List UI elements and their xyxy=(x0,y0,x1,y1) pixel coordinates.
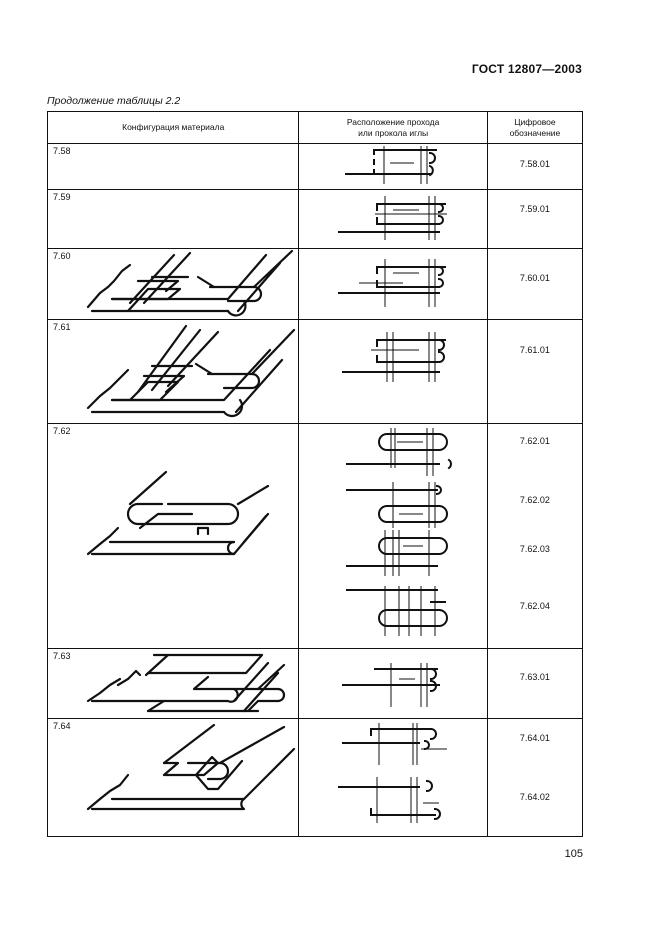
code-value: 7.63.01 xyxy=(519,672,550,682)
table-row: 7.63 7.63.01 xyxy=(46,648,584,719)
needle-position-cell xyxy=(298,143,488,190)
code-cell: 7.60.01 xyxy=(486,248,584,320)
needle-position-diagram xyxy=(338,196,448,240)
row-number: 7.61 xyxy=(53,322,71,332)
code-value: 7.62.03 xyxy=(519,544,550,554)
row-number: 7.59 xyxy=(53,192,71,202)
stitch-configuration-table: Конфигурация материала Расположение прох… xyxy=(46,111,584,837)
needle-position-cell xyxy=(298,319,488,424)
column-header-needle-position: Расположение прохода или прокола иглы xyxy=(298,111,488,144)
code-value: 7.64.02 xyxy=(519,792,550,802)
material-configuration-cell: 7.58 xyxy=(46,143,300,190)
column-header-code: Цифровое обозначение xyxy=(486,111,584,144)
code-value: 7.61.01 xyxy=(519,345,550,355)
needle-position-diagram xyxy=(338,259,447,307)
code-cell: 7.62.01 7.62.02 7.62.03 7.62.04 xyxy=(486,423,584,649)
code-cell: 7.63.01 xyxy=(486,648,584,719)
code-cell: 7.58.01 xyxy=(486,143,584,190)
needle-position-cell xyxy=(298,423,488,649)
table-row: 7.60 7.60.01 xyxy=(46,248,584,320)
needle-position-diagram xyxy=(338,723,448,823)
code-cell: 7.61.01 xyxy=(486,319,584,424)
column-header-configuration: Конфигурация материала xyxy=(46,111,300,144)
code-value: 7.62.01 xyxy=(519,436,550,446)
material-configuration-diagram xyxy=(86,653,286,713)
needle-position-diagram xyxy=(342,332,447,382)
page-number: 105 xyxy=(564,848,583,860)
material-configuration-diagram xyxy=(86,324,296,418)
material-configuration-cell: 7.62 xyxy=(46,423,300,649)
table-row: 7.62 xyxy=(46,423,584,649)
code-cell: 7.64.01 7.64.02 xyxy=(486,718,584,837)
material-configuration-cell: 7.63 xyxy=(46,648,300,719)
row-number: 7.58 xyxy=(53,146,71,156)
material-configuration-cell: 7.61 xyxy=(46,319,300,424)
row-number: 7.64 xyxy=(53,721,71,731)
code-value: 7.59.01 xyxy=(519,204,550,214)
column-header-needle-position-line1: Расположение прохода xyxy=(346,116,440,127)
row-number: 7.62 xyxy=(53,426,71,436)
needle-position-cell xyxy=(298,718,488,837)
code-value: 7.64.01 xyxy=(519,733,550,743)
column-header-needle-position-line2: или прокола иглы xyxy=(358,127,429,138)
needle-position-cell xyxy=(298,189,488,249)
table-header-row: Конфигурация материала Расположение прох… xyxy=(46,111,584,144)
material-configuration-cell: 7.60 xyxy=(46,248,300,320)
standard-code: ГОСТ 12807—2003 xyxy=(471,62,582,76)
needle-position-diagram xyxy=(342,663,441,707)
code-value: 7.62.02 xyxy=(519,495,550,505)
column-header-code-line2: обозначение xyxy=(509,127,561,138)
row-number: 7.63 xyxy=(53,651,71,661)
table-caption: Продолжение таблицы 2.2 xyxy=(47,95,181,107)
row-number: 7.60 xyxy=(53,251,71,261)
code-value: 7.62.04 xyxy=(519,601,550,611)
code-value: 7.58.01 xyxy=(519,159,550,169)
needle-position-diagram xyxy=(346,428,453,636)
material-configuration-diagram xyxy=(86,470,270,556)
table-row: 7.58 7.58.01 xyxy=(46,143,584,190)
code-value: 7.60.01 xyxy=(519,273,550,283)
needle-position-diagram xyxy=(345,146,438,184)
code-cell: 7.59.01 xyxy=(486,189,584,249)
column-header-code-line1: Цифровое xyxy=(514,116,556,127)
table-row: 7.64 7.64.01 7.64.02 xyxy=(46,718,584,837)
material-configuration-diagram xyxy=(86,723,296,811)
table-row: 7.61 7.61.01 xyxy=(46,319,584,424)
material-configuration-cell: 7.59 xyxy=(46,189,300,249)
needle-position-cell xyxy=(298,648,488,719)
needle-position-cell xyxy=(298,248,488,320)
table-row: 7.59 7.59.01 xyxy=(46,189,584,249)
material-configuration-diagram xyxy=(86,249,294,317)
material-configuration-cell: 7.64 xyxy=(46,718,300,837)
